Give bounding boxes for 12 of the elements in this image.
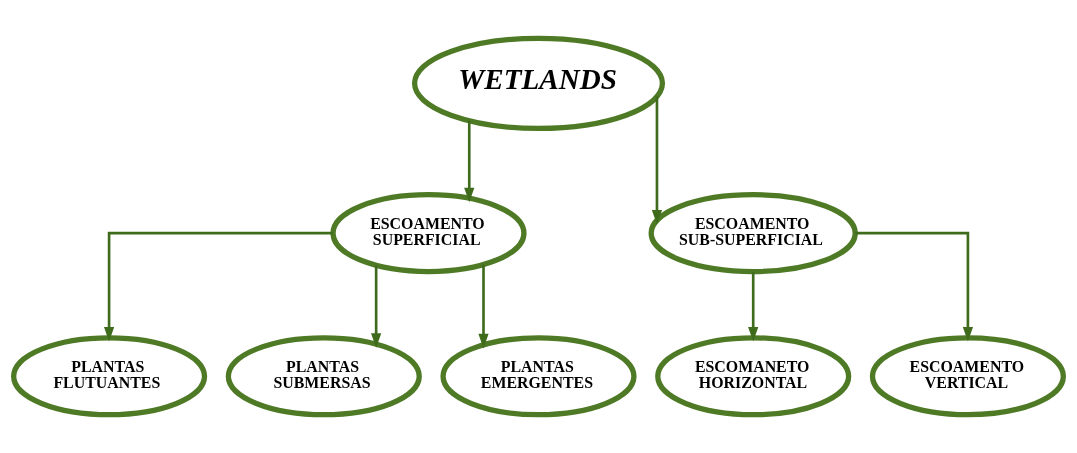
arrow — [855, 231, 974, 342]
arrow — [748, 271, 759, 342]
arrow — [478, 264, 489, 349]
node-ellipse: ESCOAMENTO SUPERFICIAL — [330, 192, 527, 275]
arrow — [651, 96, 663, 225]
node-ellipse: ESCOAMENTO VERTICAL — [869, 335, 1066, 418]
arrow — [464, 120, 475, 203]
arrow — [371, 265, 382, 348]
node-ellipse: ESCOMANETO HORIZONTAL — [655, 335, 852, 418]
node-ellipse: WETLANDS — [411, 35, 666, 132]
node-ellipse: PLANTAS FLUTUANTES — [11, 335, 208, 418]
arrow — [103, 231, 333, 342]
